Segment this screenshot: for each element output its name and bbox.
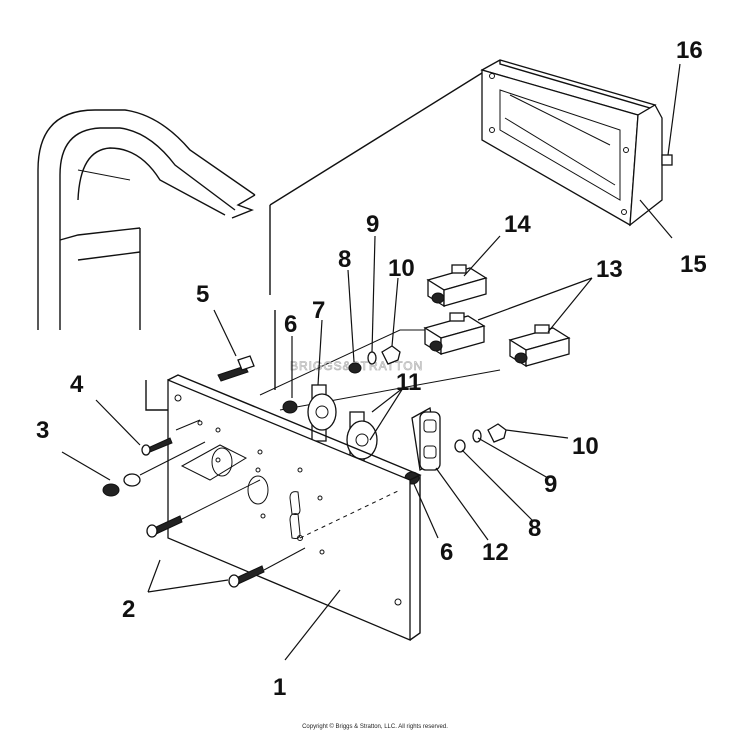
callout-1: 1 bbox=[273, 674, 286, 701]
duplex-receptacle-12 bbox=[411, 406, 441, 472]
hardware-lower bbox=[404, 423, 507, 485]
callout-13: 13 bbox=[596, 256, 623, 283]
callout-8b: 8 bbox=[528, 515, 541, 542]
copyright-notice: Copyright © Briggs & Stratton, LLC. All … bbox=[302, 724, 448, 730]
hardware-upper bbox=[217, 345, 401, 414]
callout-10: 10 bbox=[388, 255, 415, 282]
handle-recess bbox=[480, 59, 663, 227]
part-16-clip bbox=[661, 154, 673, 166]
receptacle-11 bbox=[346, 411, 378, 471]
callout-2: 2 bbox=[122, 596, 135, 623]
callout-9b: 9 bbox=[544, 471, 557, 498]
hardware-left bbox=[102, 419, 306, 588]
callout-16: 16 bbox=[676, 37, 703, 64]
leader-lines bbox=[61, 63, 681, 661]
callout-6b: 6 bbox=[440, 539, 453, 566]
callouts: 1 2 3 4 5 6 7 8 9 10 11 12 13 14 15 16 6… bbox=[36, 37, 707, 701]
callout-14: 14 bbox=[504, 211, 531, 238]
callout-8: 8 bbox=[338, 246, 351, 273]
callout-7: 7 bbox=[312, 297, 325, 324]
callout-6: 6 bbox=[284, 311, 297, 338]
callout-11: 11 bbox=[396, 369, 421, 396]
callout-10b: 10 bbox=[572, 433, 599, 460]
callout-3: 3 bbox=[36, 417, 49, 444]
callout-4: 4 bbox=[70, 371, 84, 398]
callout-12: 12 bbox=[482, 539, 509, 566]
callout-9: 9 bbox=[366, 211, 379, 238]
control-panel bbox=[167, 374, 422, 641]
circuit-breaker-13b bbox=[508, 324, 571, 368]
receptacle-7 bbox=[307, 384, 337, 442]
frame-tube bbox=[37, 109, 256, 411]
callout-15: 15 bbox=[680, 251, 707, 278]
circuit-breaker-14 bbox=[426, 264, 488, 308]
circuit-breaker-13a bbox=[423, 312, 486, 356]
callout-5: 5 bbox=[196, 281, 209, 308]
